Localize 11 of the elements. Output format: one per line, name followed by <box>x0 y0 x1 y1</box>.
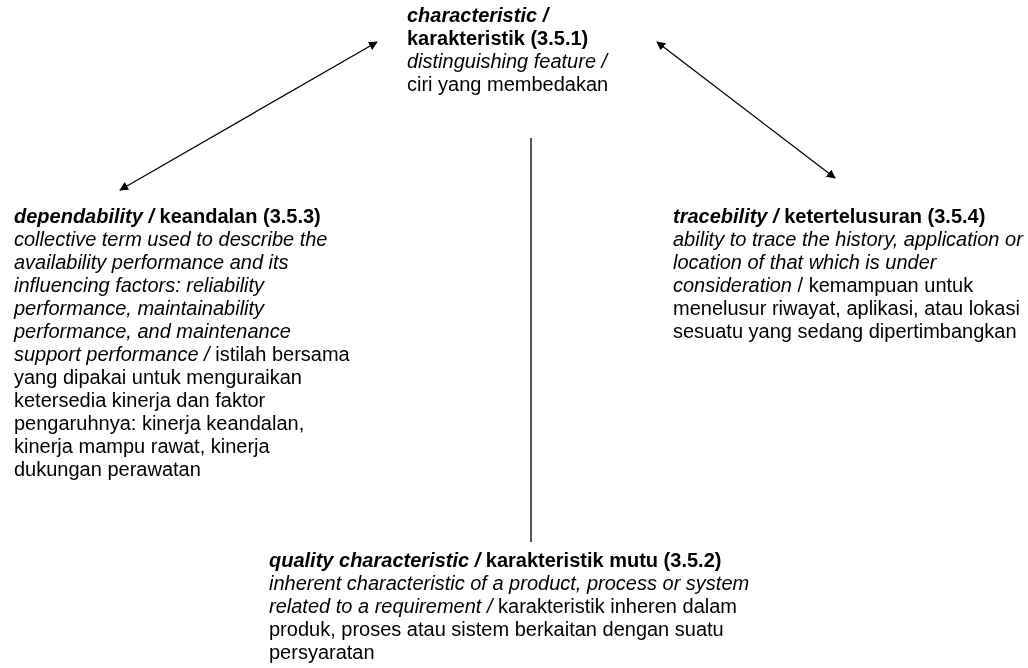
connector-line <box>530 137 532 543</box>
term-heading: quality characteristic / karakteristik mutu (3.5.2) <box>269 549 723 572</box>
definition-text: ability to trace the history, application or location of that which is under consideration / kemampuan untuk menelusur riwayat, aplikasi, atau lokasi sesuatu yang sedang dipertimbangkan <box>673 228 1025 343</box>
double-arrow <box>119 41 378 191</box>
term-heading: dependability / keandalan (3.5.3) <box>14 205 322 228</box>
definition-text: distinguishing feature / ciri yang membedakan <box>407 50 610 96</box>
term-heading: characteristic / karakteristik (3.5.1) <box>407 4 590 50</box>
definition-text: collective term used to describe the availability performance and its influencing factors: reliability performance, maintainability performance, and maintenance support performance / istilah bersama yang dipakai untuk menguraikan ketersedia kinerja dan faktor pengaruhnya: kinerja keandalan, kinerja mampu rawat, kinerja dukungan perawatan <box>14 228 351 481</box>
definition-text: inherent characteristic of a product, process or system related to a requirement / karakteristik inheren dalam produk, proses atau sistem berkaitan dengan suatu persyaratan <box>269 572 751 664</box>
term-heading: tracebility / ketertelusuran (3.5.4) <box>673 205 987 228</box>
double-arrow <box>656 41 836 179</box>
